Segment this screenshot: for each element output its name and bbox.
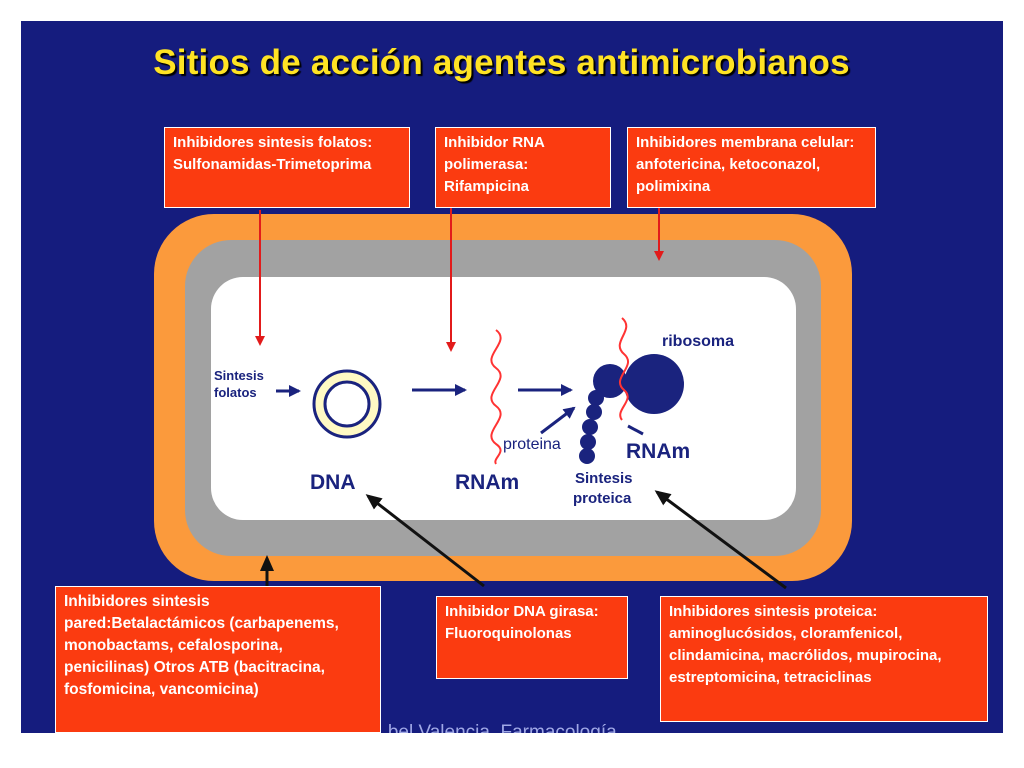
- dna-girasa-target-arrow: [365, 494, 485, 588]
- footer-credit: ...bel Valencia. Farmacología: [372, 722, 617, 733]
- folatos-inhibitors-box: Inhibidores sintesis folatos: Sulfonamid…: [164, 127, 410, 208]
- rnam-ribosome-label: RNAm: [626, 440, 691, 463]
- rnam-pointer: [627, 424, 644, 436]
- dna-plasmid-icon: [312, 369, 382, 439]
- sintesis-folatos-label-1: Sintesis: [214, 368, 264, 383]
- sintesis-proteica-label-2: proteica: [573, 490, 632, 507]
- mrna-ribosome-strand-icon: [618, 317, 630, 421]
- rnam-label: RNAm: [455, 471, 520, 494]
- sintesis-proteica-inhibitors-box: Inhibidores sintesis proteica: aminogluc…: [660, 596, 988, 722]
- sintesis-proteica-target-arrow: [654, 490, 787, 590]
- ribosome-icon: [593, 354, 684, 414]
- dna-girasa-inhibitor-box: Inhibidor DNA girasa: Fluoroquinolonas: [436, 596, 628, 679]
- slide-title: Sitios de acción agentes antimicrobianos: [153, 43, 850, 82]
- protein-chain-icon: [579, 390, 604, 464]
- ribosoma-label: ribosoma: [662, 333, 735, 350]
- dna-label: DNA: [310, 471, 356, 494]
- cytoplasm: [211, 277, 796, 520]
- proteina-arrow: [540, 406, 576, 435]
- sintesis-proteica-label-1: Sintesis: [575, 470, 633, 487]
- rna-polimerasa-inhibitor-box: Inhibidor RNA polimerasa: Rifampicina: [435, 127, 611, 208]
- membrana-inhibitors-box: Inhibidores membrana celular: anfoterici…: [627, 127, 876, 208]
- proteina-label: proteina: [503, 436, 561, 453]
- pared-inhibitors-box: Inhibidores sintesis pared:Betalactámico…: [55, 586, 381, 733]
- mrna-strand-icon: [490, 329, 502, 465]
- sintesis-folatos-label-2: folatos: [214, 385, 257, 400]
